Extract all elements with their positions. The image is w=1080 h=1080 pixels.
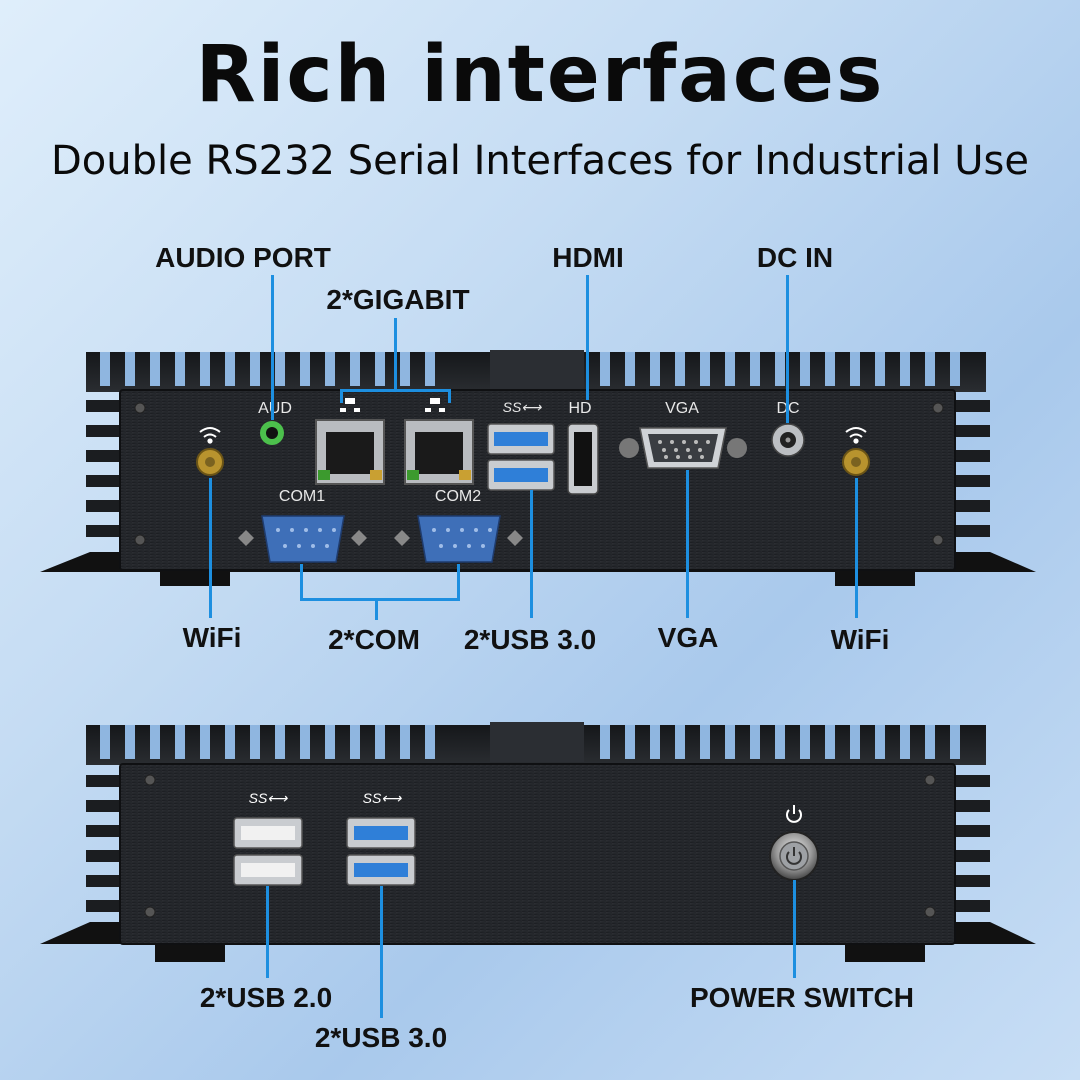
usb30-top-label: 2*USB 3.0 [463, 624, 597, 655]
callout-line [394, 318, 397, 390]
callout-line [457, 564, 460, 600]
power-switch-label: POWER SWITCH [690, 982, 914, 1013]
callout-line [793, 880, 796, 978]
callout-line [300, 564, 303, 600]
usb30-bottom-label: 2*USB 3.0 [314, 1022, 448, 1053]
com-label: 2*COM [328, 624, 420, 655]
wifi-antenna-left [196, 448, 224, 476]
superspeed-logo: SS⟷ [362, 790, 402, 806]
callout-line [266, 886, 269, 978]
com-port-2 [394, 515, 523, 563]
callout-line [855, 478, 858, 618]
hd-port-label: HD [568, 400, 592, 417]
dc-in-label: DC IN [756, 242, 834, 273]
power-icon [786, 805, 802, 823]
wifi-icon [199, 427, 221, 444]
callout-line [686, 470, 689, 618]
audio-jack [260, 421, 284, 445]
usb20-label: 2*USB 2.0 [199, 982, 333, 1013]
hdmi-port [567, 423, 599, 495]
wifi-icon [845, 427, 867, 444]
hdmi-label: HDMI [552, 242, 624, 273]
power-icon [786, 847, 802, 865]
callout-line [786, 275, 789, 423]
usb3-ports-top [487, 423, 555, 491]
ethernet-port-2 [404, 419, 474, 485]
dc-in-jack [771, 423, 805, 457]
usb3-ports-bottom [346, 817, 416, 886]
vga-port [619, 427, 747, 469]
vga-label: VGA [657, 622, 719, 653]
usb2-ports [233, 817, 303, 886]
ethernet-port-1 [315, 419, 385, 485]
aud-port-label: AUD [258, 400, 292, 417]
callout-line [271, 275, 274, 420]
superspeed-logo: SS⟷ [502, 399, 542, 415]
com2-port-label: COM2 [434, 488, 482, 505]
callout-line [300, 598, 460, 601]
wifi-antenna-right [842, 448, 870, 476]
callout-line [448, 389, 451, 403]
device-front-panel [40, 722, 1036, 962]
gigabit-label: 2*GIGABIT [326, 284, 470, 315]
superspeed-logo: SS⟷ [248, 790, 288, 806]
callout-line [209, 478, 212, 618]
callout-line [530, 490, 533, 618]
callout-line [375, 598, 378, 620]
audio-port-label: AUDIO PORT [155, 242, 331, 273]
com-port-1 [238, 515, 367, 563]
callout-line [340, 389, 343, 403]
com1-port-label: COM1 [278, 488, 326, 505]
vga-port-label: VGA [665, 400, 699, 417]
page-title: Rich interfaces [195, 30, 885, 120]
wifi-right-label: WiFi [830, 624, 890, 655]
ethernet-icon [340, 398, 445, 412]
callout-line [340, 389, 450, 392]
page-subtitle: Double RS232 Serial Interfaces for Indus… [51, 138, 1029, 184]
callout-line [380, 886, 383, 1018]
wifi-left-label: WiFi [182, 622, 242, 653]
callout-line [586, 275, 589, 400]
